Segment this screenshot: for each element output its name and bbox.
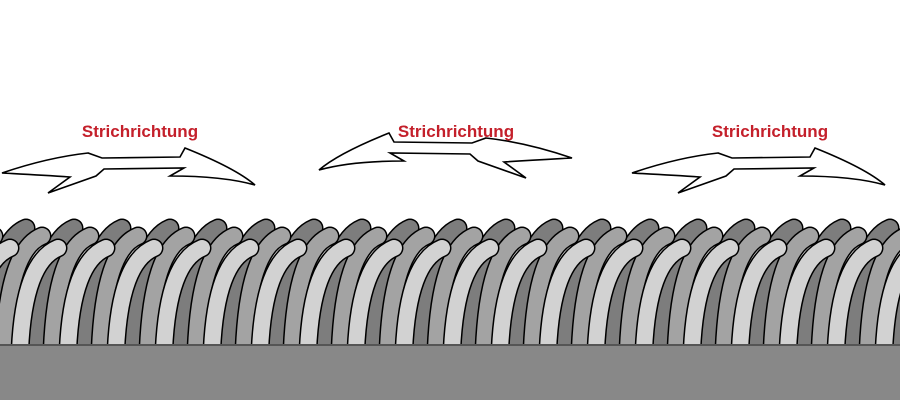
fiber-front	[876, 255, 900, 358]
fiber-mid	[236, 228, 290, 358]
fiber-mid	[812, 228, 866, 358]
fiber-front	[396, 240, 450, 358]
fiber-front	[60, 240, 114, 358]
fiber-mid	[92, 228, 146, 358]
fiber-front	[204, 240, 258, 358]
fiber-mid	[572, 228, 626, 358]
fiber-front	[684, 240, 738, 358]
direction-arrow-icon	[631, 146, 886, 194]
fiber-mid	[188, 228, 242, 358]
fiber-front	[492, 240, 546, 358]
fiber-mid	[428, 228, 482, 358]
fiber-mid	[860, 230, 900, 358]
fiber-mid	[0, 228, 50, 358]
fiber-front	[444, 240, 498, 358]
direction-arrow-icon	[1, 146, 256, 194]
stroke-direction-label: Strichrichtung	[81, 122, 199, 141]
fiber-front	[108, 240, 162, 358]
fiber-front	[540, 240, 594, 358]
base-fabric	[0, 345, 900, 400]
fiber-front	[348, 240, 402, 358]
fiber-front	[300, 240, 354, 358]
fiber-front	[588, 240, 642, 358]
fiber-front	[732, 240, 786, 358]
fiber-front	[828, 240, 882, 358]
fiber-mid	[140, 228, 194, 358]
fiber-mid	[620, 228, 674, 358]
fiber-mid	[332, 228, 386, 358]
fiber-front	[636, 240, 690, 358]
stroke-direction-label: Strichrichtung	[711, 122, 829, 141]
fiber-front	[0, 240, 18, 267]
fiber-mid	[524, 228, 578, 358]
fiber-back	[0, 220, 34, 302]
pile-fibers	[0, 218, 900, 360]
fiber-mid	[716, 228, 770, 358]
stroke-direction-label: Strichrichtung	[397, 122, 515, 141]
direction-arrow-icon	[318, 131, 573, 179]
fiber-front	[156, 240, 210, 358]
fiber-mid	[476, 228, 530, 358]
fiber-mid	[44, 228, 98, 358]
fiber-front	[780, 240, 834, 358]
fiber-front	[252, 240, 306, 358]
fiber-mid	[284, 228, 338, 358]
fiber-mid	[668, 228, 722, 358]
fiber-mid	[380, 228, 434, 358]
fiber-front	[12, 240, 66, 358]
fiber-mid	[764, 228, 818, 358]
